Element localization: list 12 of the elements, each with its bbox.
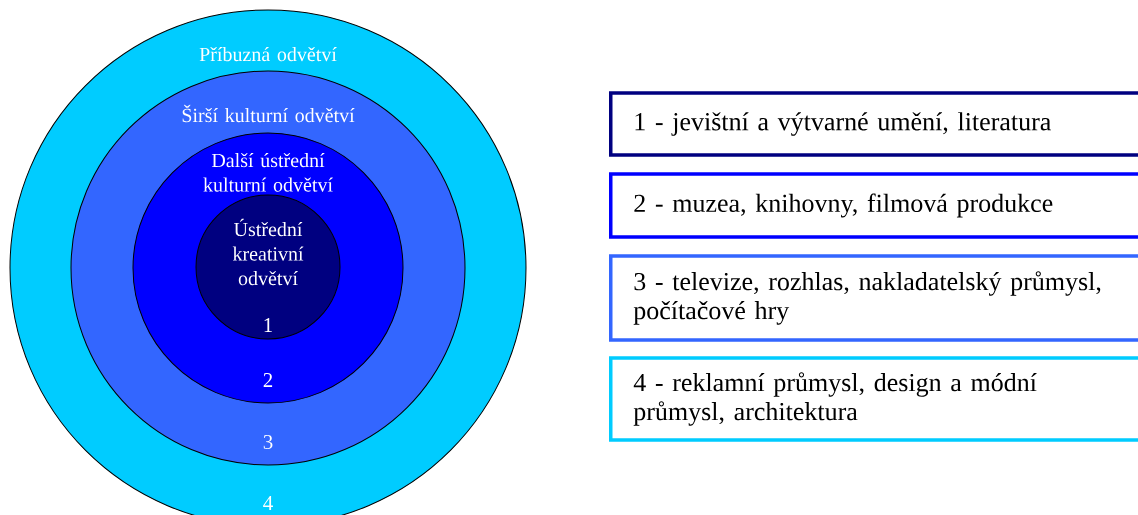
legend-box: 2 - muzea, knihovny, filmová produkce xyxy=(609,172,1138,239)
ring-label: Příbuzná odvětví xyxy=(199,47,337,62)
legend-box: 3 - televize, rozhlas, nakladatelský průmysl, počítačové hry xyxy=(609,254,1138,342)
ring-number: 3 xyxy=(263,434,273,450)
ring-number: 2 xyxy=(263,373,273,387)
ring-label: Ústřední kreativní odvětví xyxy=(232,218,304,286)
legend-box: 1 - jevištní a výtvarné umění, literatura xyxy=(609,91,1138,157)
legend-box: 4 - reklamní průmysl, design a módní průmysl, architektura xyxy=(609,356,1138,442)
ring-label: Další ústřední kulturní odvětví xyxy=(203,153,333,192)
ring-number: 4 xyxy=(263,496,273,510)
ring-number: 1 xyxy=(264,318,272,332)
ring-label: Širší kulturní odvětví xyxy=(182,104,355,123)
